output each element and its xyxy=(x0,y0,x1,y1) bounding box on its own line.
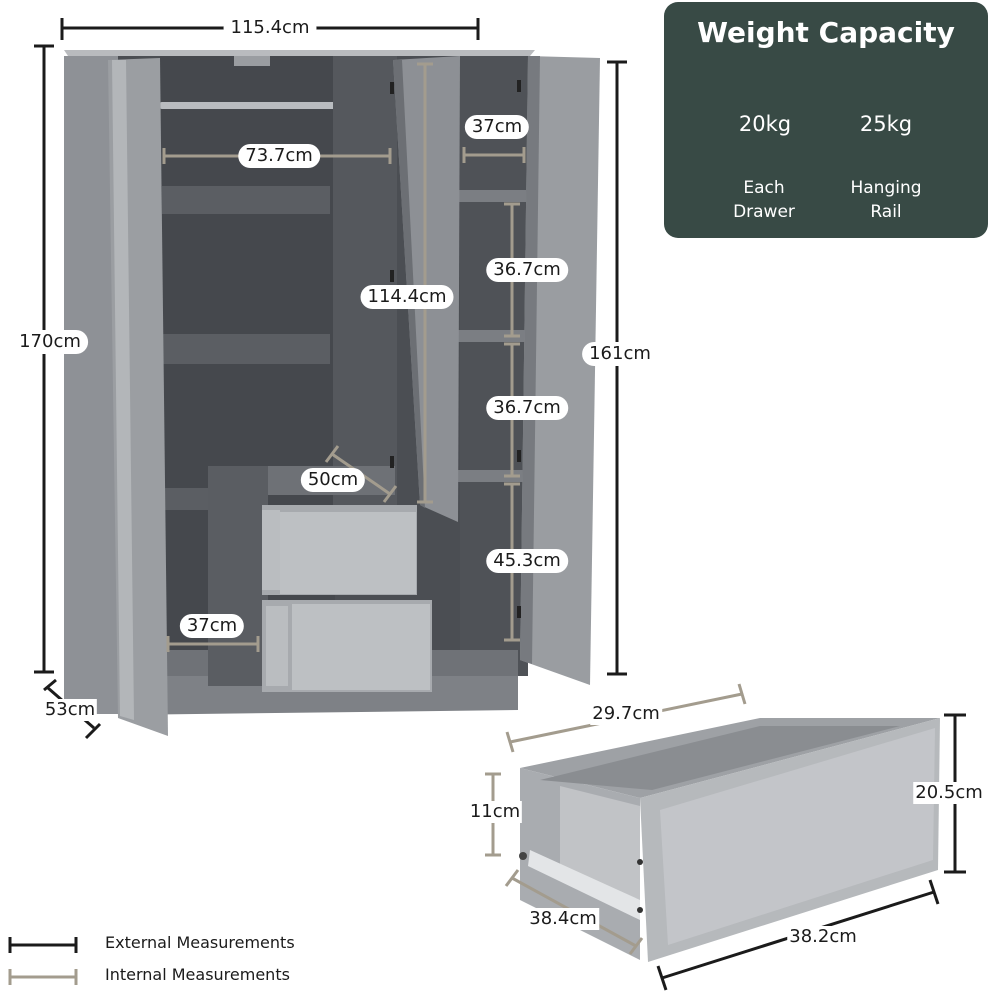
drawer-illustration xyxy=(519,718,940,962)
shelf-gap-2-label: 36.7cm xyxy=(486,396,568,420)
legend-swatches xyxy=(8,937,78,985)
rail-weight-value: 25kg xyxy=(859,112,913,136)
rail-weight-caption-line1: Hanging xyxy=(850,178,922,198)
wardrobe-body xyxy=(64,50,600,736)
legend-swatch-external xyxy=(8,937,78,953)
rail-width-label: 73.7cm xyxy=(238,144,320,168)
shelf-width-label: 37cm xyxy=(464,115,530,139)
external-width-label: 115.4cm xyxy=(223,16,317,40)
bottom-gap-label: 45.3cm xyxy=(486,549,568,573)
rail-weight-caption-line2: Rail xyxy=(870,202,902,222)
rail-weight-caption: Hanging Rail xyxy=(831,176,941,224)
drawer-front-height-label: 20.5cm xyxy=(913,782,985,804)
drawer-weight-value: 20kg xyxy=(738,112,792,136)
drawer-weight-caption-line2: Drawer xyxy=(733,202,795,222)
external-depth-label: 53cm xyxy=(42,699,98,721)
legend-external: External Measurements xyxy=(8,933,308,957)
weight-capacity-card: Weight Capacity xyxy=(664,2,988,238)
drawer-depth-label: 38.4cm xyxy=(527,908,599,930)
legend-internal-label: Internal Measurements xyxy=(105,965,290,984)
legend-swatch-internal xyxy=(8,969,78,985)
drawer-front-width-label: 38.2cm xyxy=(787,926,859,948)
drawer-unit-depth-label: 50cm xyxy=(300,468,366,492)
legend-external-label: External Measurements xyxy=(105,933,295,952)
weight-capacity-title: Weight Capacity xyxy=(697,16,955,49)
drawer-weight-caption-line1: Each xyxy=(743,178,785,198)
drawer-inner-height-label: 11cm xyxy=(467,801,523,823)
external-height-label: 170cm xyxy=(12,330,88,354)
shelf-gap-1-label: 36.7cm xyxy=(486,258,568,282)
hanging-height-label: 114.4cm xyxy=(360,285,454,309)
drawer-width-label: 29.7cm xyxy=(590,703,662,725)
legend-internal: Internal Measurements xyxy=(8,965,308,989)
floor-width-label: 37cm xyxy=(179,614,245,638)
door-height-label: 161cm xyxy=(582,342,658,366)
drawer-weight-caption: Each Drawer xyxy=(709,176,819,224)
